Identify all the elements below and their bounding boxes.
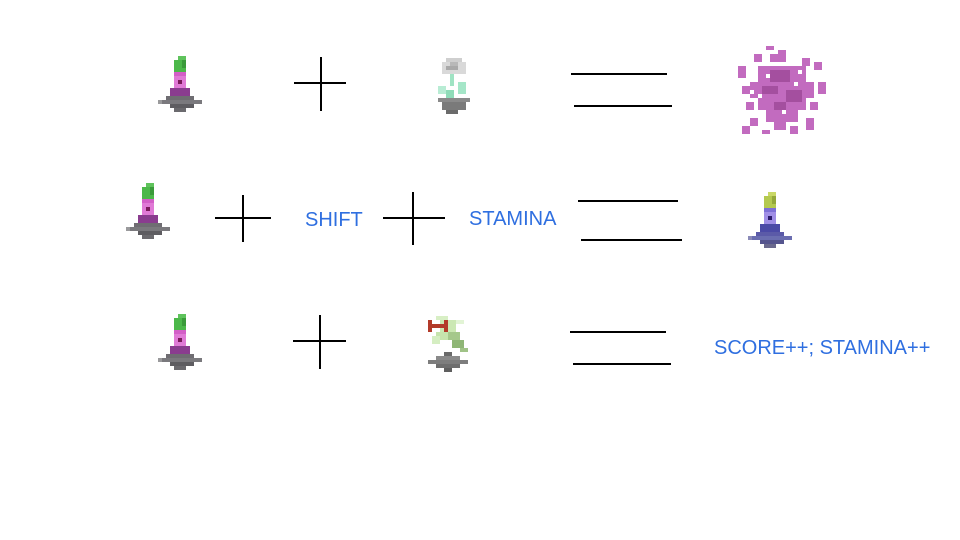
- equals-bottom: [581, 239, 682, 241]
- equals-top: [578, 200, 678, 202]
- ghost-flower-sprite: [434, 58, 474, 118]
- shift-label: SHIFT: [305, 209, 363, 231]
- score-stamina-label: SCORE++; STAMINA++: [714, 337, 931, 359]
- plus-vertical: [242, 195, 244, 242]
- blue-plant-creature-sprite: [748, 192, 796, 248]
- pink-explosion-sprite: [734, 46, 826, 138]
- plus-horizontal: [383, 217, 445, 219]
- plus-vertical: [319, 315, 321, 369]
- equals-top: [571, 73, 667, 75]
- equals-bottom: [574, 105, 672, 107]
- dragonfly-sprite: [424, 316, 472, 372]
- plus-vertical: [320, 57, 322, 111]
- plus-vertical: [412, 192, 414, 245]
- equals-bottom: [573, 363, 671, 365]
- plant-creature-sprite: [126, 183, 174, 239]
- stamina-label: STAMINA: [469, 208, 557, 230]
- plant-creature-sprite: [158, 56, 206, 112]
- equals-top: [570, 331, 666, 333]
- plant-creature-sprite: [158, 314, 206, 370]
